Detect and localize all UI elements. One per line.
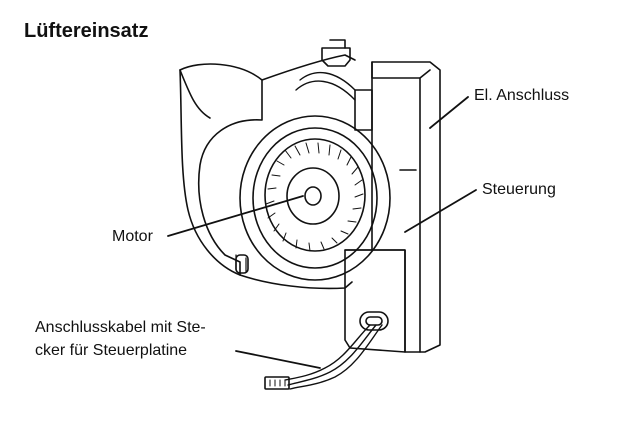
- diagram-title: Lüftereinsatz: [24, 20, 149, 42]
- connection-cable: [284, 324, 383, 390]
- leader-lines: [167, 96, 477, 369]
- leader-steuerung: [404, 189, 477, 233]
- cable-grommet: [359, 311, 389, 331]
- label-el-anschluss: El. Anschluss: [474, 87, 570, 104]
- label-kabel-line1: Anschlusskabel mit Ste-: [35, 319, 206, 336]
- label-kabel-line2: cker für Steuerplatine: [35, 342, 188, 359]
- board-connector-plug: [264, 376, 290, 390]
- leader-motor: [167, 195, 304, 237]
- lower-cover-plate: [344, 249, 406, 353]
- label-motor: Motor: [112, 228, 153, 245]
- motor-hub: [286, 167, 340, 225]
- label-steuerung: Steuerung: [482, 181, 556, 198]
- electrical-connector: [295, 39, 373, 131]
- blower-wheel: [239, 115, 391, 281]
- leader-kabel: [235, 350, 321, 369]
- leader-el-anschluss: [429, 96, 469, 129]
- control-box: [344, 61, 441, 353]
- fan-housing: [179, 54, 356, 290]
